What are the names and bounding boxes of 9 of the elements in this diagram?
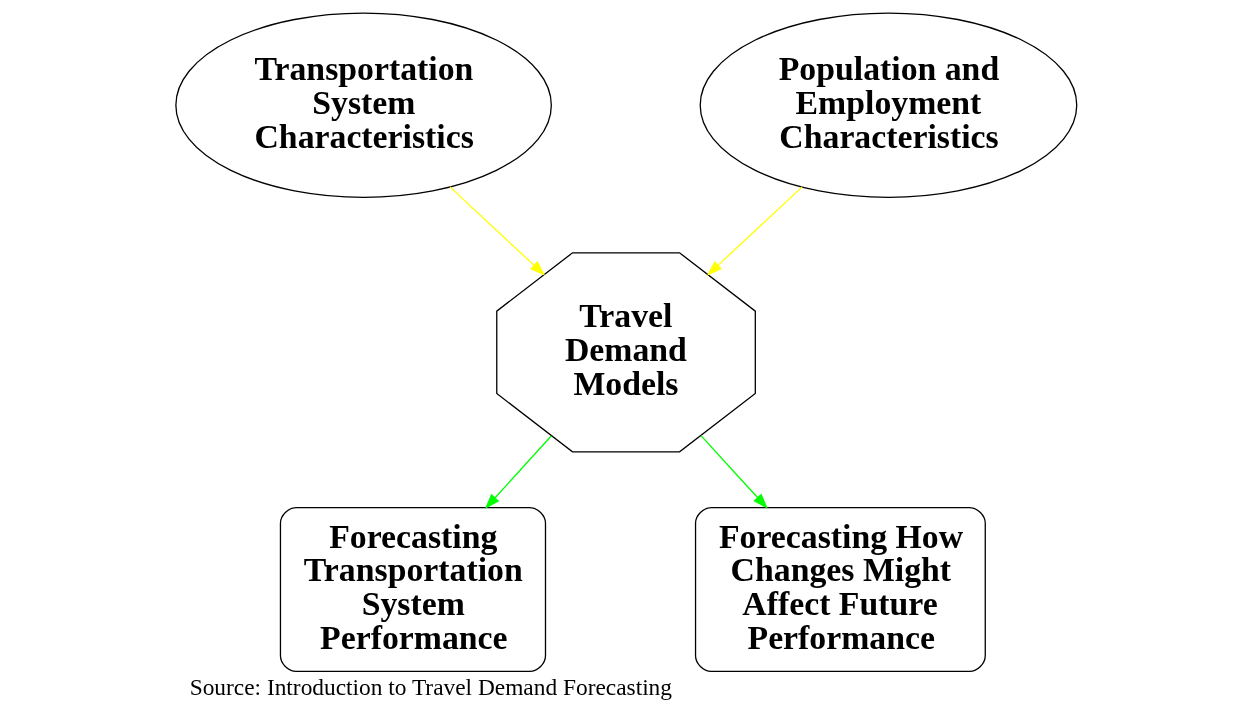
node-ellipse: Population and Employment Characteristics [699, 12, 1078, 198]
node-box: Forecasting How Changes Might Affect Future Performance [694, 507, 986, 672]
node-ellipse: Transportation System Characteristics [175, 12, 552, 198]
caption: Source: Introduction to Travel Demand Forecasting [189, 674, 673, 701]
arrow [700, 435, 768, 509]
arrow [449, 186, 546, 276]
node-box: Forecasting Transportation System Performance [279, 507, 547, 672]
arrow [484, 435, 552, 510]
arrow [706, 186, 803, 276]
